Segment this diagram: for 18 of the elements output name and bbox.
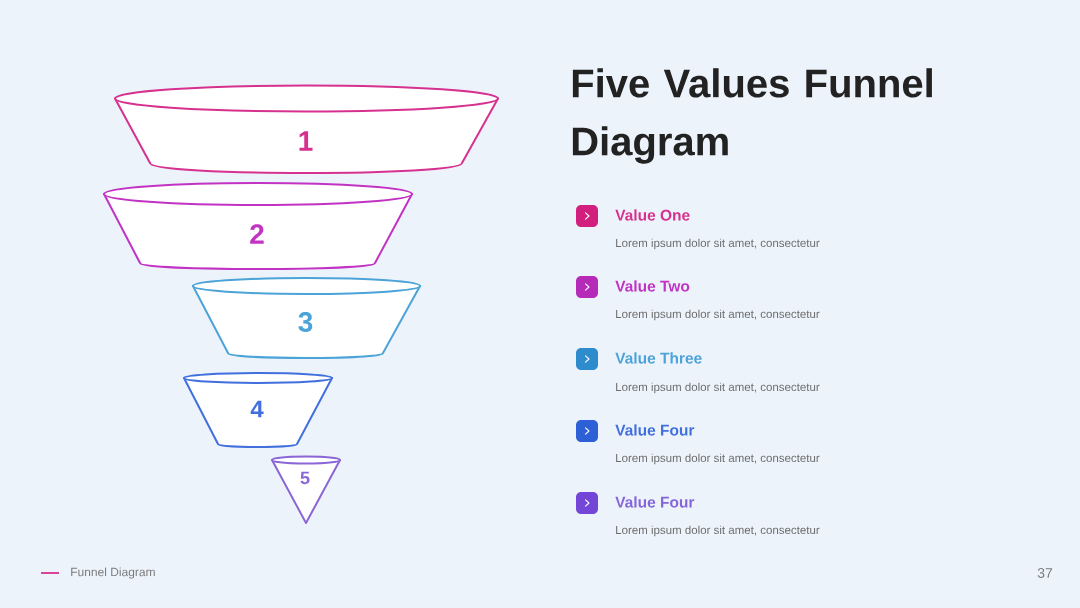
slide-title: Five Values Funnel Diagram xyxy=(572,68,932,164)
funnel-segment: 2 xyxy=(103,182,413,270)
value-title: Value Three xyxy=(615,352,702,364)
footer-title: Funnel Diagram xyxy=(71,567,155,579)
funnel-segment: 5 xyxy=(271,455,341,524)
value-description: Lorem ipsum dolor sit amet, consectetur xyxy=(616,309,820,321)
value-description: Lorem ipsum dolor sit amet, consectetur xyxy=(616,382,820,394)
value-title: Value Two xyxy=(615,280,690,292)
value-title: Value Four xyxy=(615,496,695,508)
value-title: Value One xyxy=(615,209,690,221)
value-description: Lorem ipsum dolor sit amet, consectetur xyxy=(616,525,820,537)
funnel-segment: 4 xyxy=(183,372,333,448)
value-title: Value Four xyxy=(615,424,695,436)
funnel-segment: 3 xyxy=(192,277,421,359)
page-number: 37 xyxy=(1037,568,1053,578)
value-description: Lorem ipsum dolor sit amet, consectetur xyxy=(616,453,820,465)
value-description: Lorem ipsum dolor sit amet, consectetur xyxy=(616,238,820,250)
funnel-segment: 1 xyxy=(114,84,499,174)
